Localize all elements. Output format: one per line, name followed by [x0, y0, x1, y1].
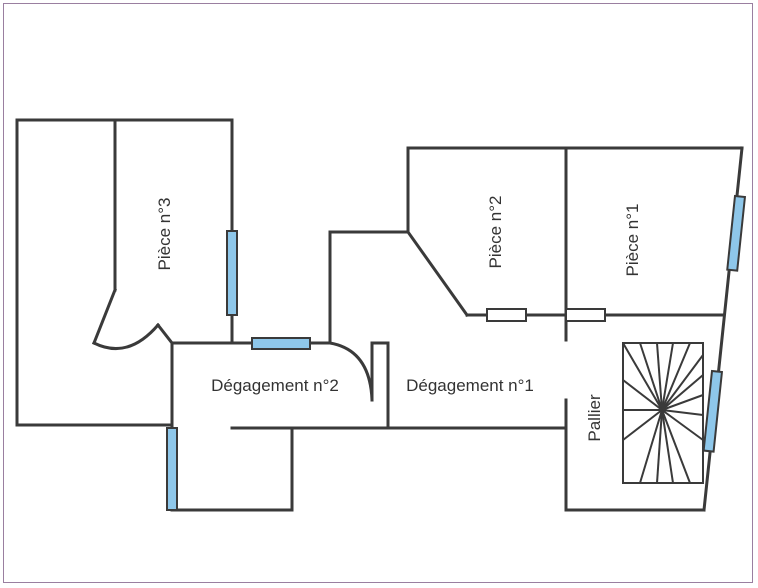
window-entry	[166, 427, 178, 511]
window-degagement-2	[251, 337, 311, 350]
window-pallier	[702, 369, 724, 453]
label-degagement-2: Dégagement n°2	[211, 376, 339, 395]
door-degagement-2	[328, 341, 374, 402]
staircase	[622, 342, 704, 484]
plan-frame	[3, 3, 753, 583]
label-piece-2: Pièce n°2	[486, 196, 505, 269]
interior-openings	[486, 308, 606, 322]
window-piece-1	[726, 194, 747, 272]
window-piece-3	[226, 230, 238, 316]
label-piece-1: Pièce n°1	[623, 204, 642, 277]
label-degagement-1: Dégagement n°1	[406, 376, 534, 395]
label-piece-3: Pièce n°3	[155, 198, 174, 271]
walls-left-block	[15, 118, 567, 512]
door-piece-3	[91, 288, 175, 351]
windows	[166, 194, 747, 511]
opening-piece-1	[565, 308, 606, 322]
opening-piece-2	[486, 308, 527, 322]
label-pallier: Pallier	[585, 394, 604, 442]
